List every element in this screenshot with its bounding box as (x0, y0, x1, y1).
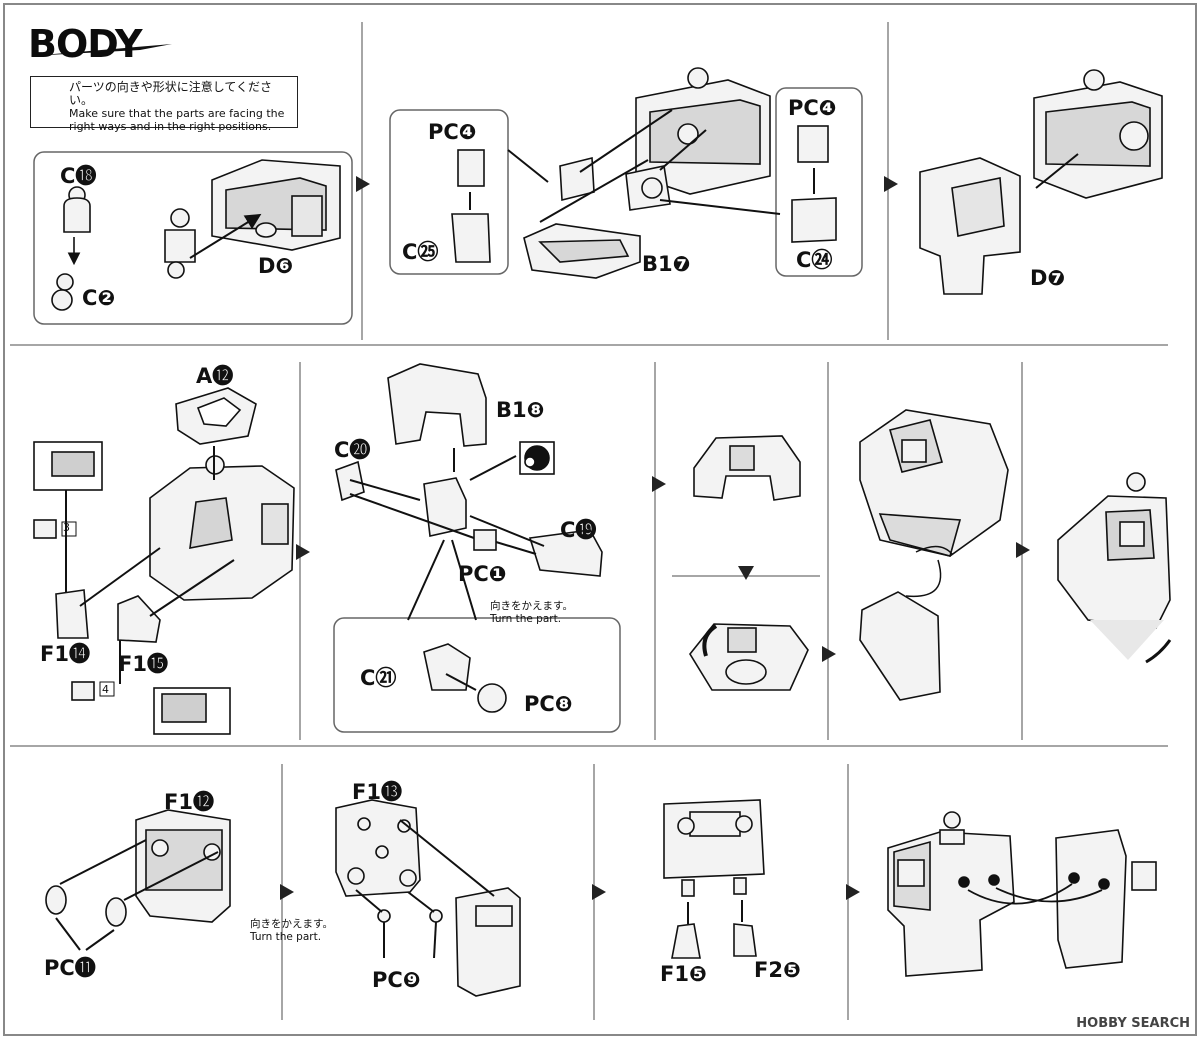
label-c18: C⓲ (60, 164, 97, 188)
sheet-border (3, 3, 1197, 1036)
turn-note-row3: 向きをかえます。 Turn the part. (250, 918, 333, 944)
label-c24: C㉔ (796, 248, 833, 272)
label-c25: C㉕ (402, 240, 439, 264)
label-f1-13: F1⓭ (352, 780, 402, 804)
title-arrow (30, 44, 172, 56)
label-pc8: PC❽ (524, 692, 573, 716)
caution-note: パーツの向きや形状に注意してください。 Make sure that the p… (30, 76, 298, 133)
callout-number-4: 4 (102, 683, 109, 696)
label-d7: D❼ (1030, 266, 1066, 290)
label-f1-14: F1⓮ (40, 642, 90, 666)
turn-note-en: Turn the part. (490, 613, 562, 625)
label-d6: D❻ (258, 254, 294, 278)
label-c2: C❷ (82, 286, 116, 310)
label-b1-7: B1❼ (642, 252, 691, 276)
label-c20: C⓴ (334, 438, 371, 462)
watermark: HOBBY SEARCH (1076, 1016, 1190, 1031)
section-title: BODY (28, 22, 143, 66)
label-pc4-left: PC❹ (428, 120, 477, 144)
caution-note-jp: パーツの向きや形状に注意してください。 (69, 80, 273, 107)
label-c19: C⓳ (560, 518, 597, 542)
label-f2-5: F2❺ (754, 958, 801, 982)
label-f1-5: F1❺ (660, 962, 707, 986)
turn-note-jp: 向きをかえます。 (490, 600, 573, 612)
label-pc4-right: PC❹ (788, 96, 837, 120)
turn-note-row2: 向きをかえます。 Turn the part. (490, 600, 573, 626)
label-a12: A⓬ (196, 364, 234, 388)
label-f1-15: F1⓯ (118, 652, 168, 676)
label-pc1: PC❶ (458, 562, 507, 586)
label-pc11: PC⓫ (44, 956, 96, 980)
label-b1-8: B1❽ (496, 398, 545, 422)
label-c21: C㉑ (360, 666, 397, 690)
turn-note-en: Turn the part. (250, 931, 322, 943)
label-pc9: PC❾ (372, 968, 421, 992)
caution-note-en: Make sure that the parts are facing the … (69, 107, 285, 133)
turn-note-jp: 向きをかえます。 (250, 918, 333, 930)
label-f1-12: F1⓬ (164, 790, 214, 814)
callout-number-3: 3 (63, 521, 70, 534)
